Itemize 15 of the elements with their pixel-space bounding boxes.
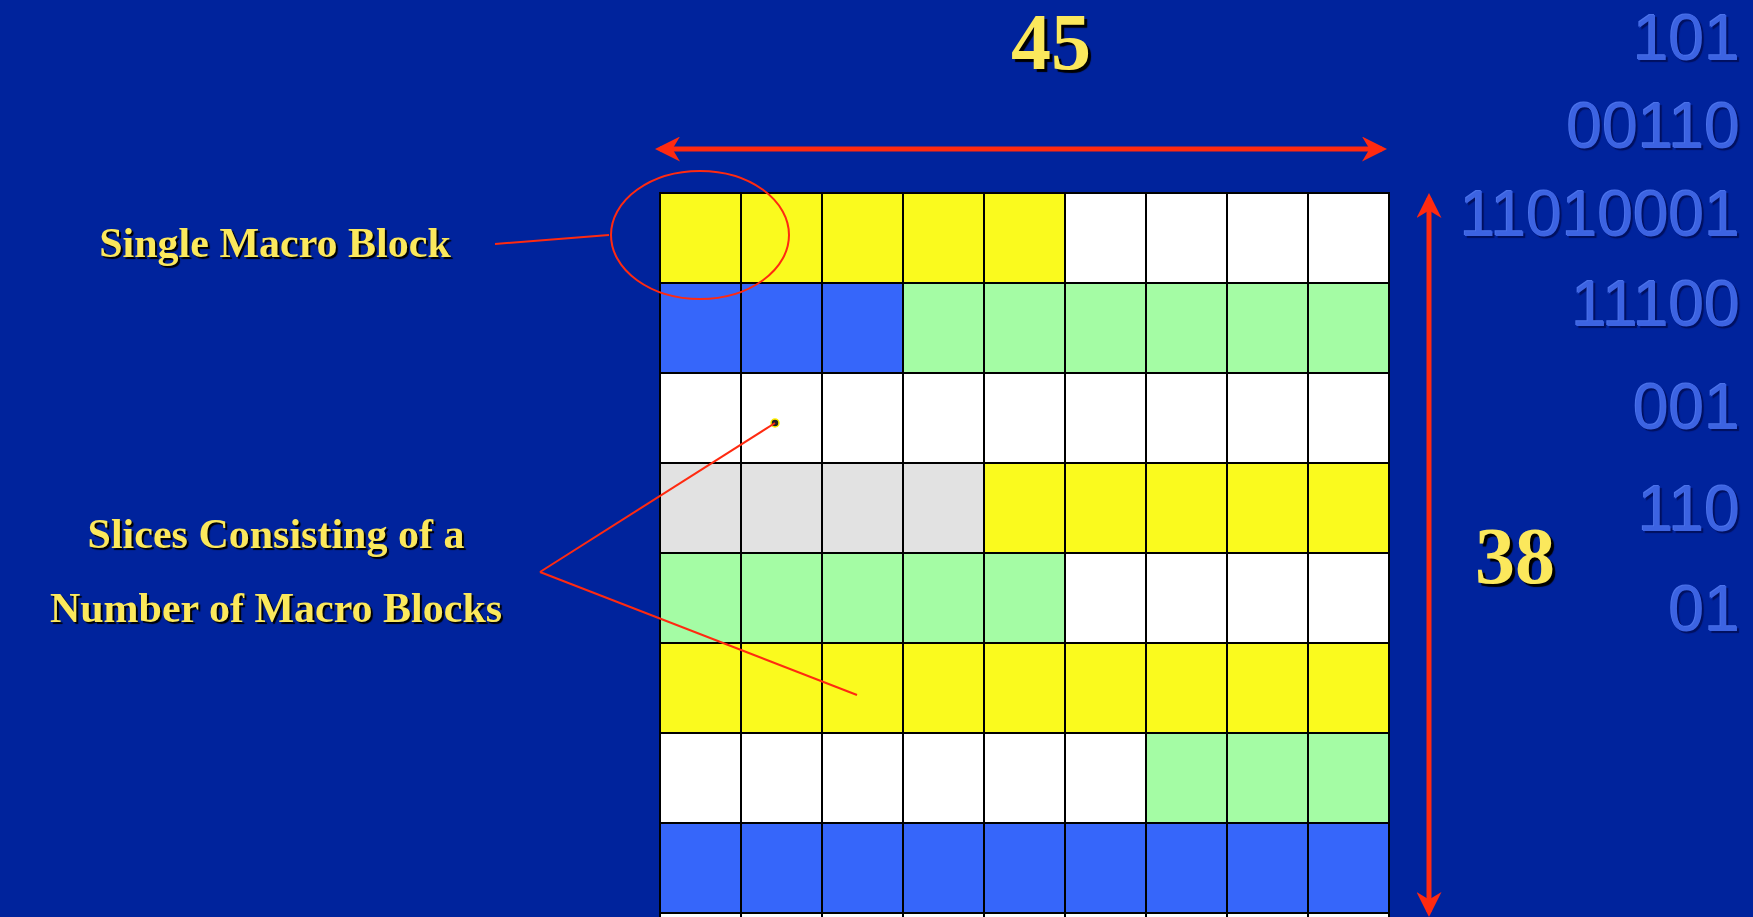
dimension-value: 38 — [1475, 510, 1555, 602]
binary-digits: 11010001 — [1460, 177, 1740, 251]
leader-line — [539, 571, 858, 696]
callout-label: Single Macro Block — [98, 219, 452, 268]
binary-digits: 00110 — [1566, 89, 1740, 163]
leader-line — [539, 422, 776, 573]
leader-line — [494, 234, 610, 245]
binary-digits: 101 — [1633, 1, 1740, 75]
callout-label: Slices Consisting of a Number of Macro Blocks — [48, 510, 504, 633]
binary-digits: 110 — [1637, 472, 1740, 546]
binary-digits: 11100 — [1571, 267, 1740, 341]
binary-digits: 01 — [1668, 572, 1740, 646]
binary-digits: 001 — [1633, 370, 1740, 444]
highlight-ellipse — [609, 169, 791, 301]
dimension-value: 45 — [1011, 0, 1091, 88]
